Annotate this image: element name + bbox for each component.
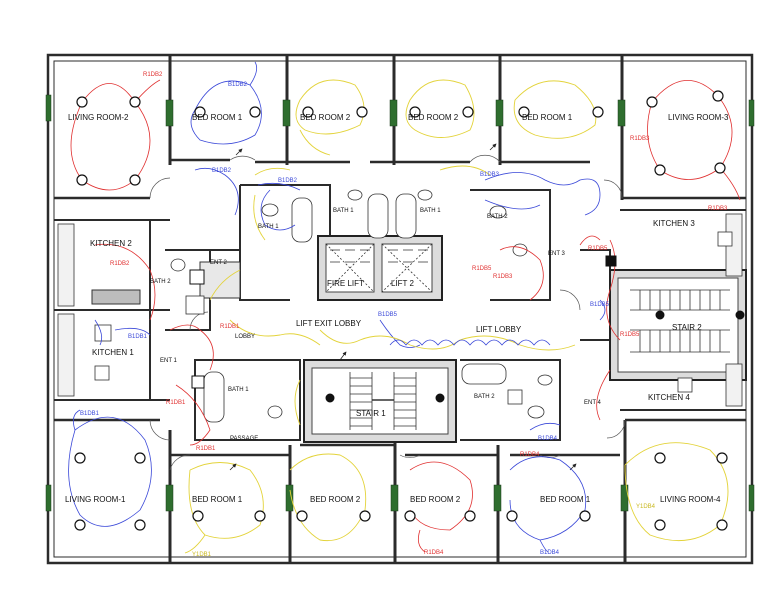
bed-room-1-label: BED ROOM 1 <box>192 495 243 504</box>
bath-label: BATH 1 <box>333 208 354 214</box>
circuit-tag: R1DB4 <box>520 452 540 458</box>
lobby-downlights <box>389 339 551 346</box>
bed-room-2-label: BED ROOM 2 <box>410 495 461 504</box>
circuit-tag: R1DB1 <box>166 400 186 406</box>
circuit-tag: R1DB3 <box>630 136 650 142</box>
bed-room-2-label: BED ROOM 2 <box>408 113 459 122</box>
lift-exit-lobby-label: LIFT EXIT LOBBY <box>296 319 362 328</box>
circuit-tag: B1DB5 <box>378 312 398 318</box>
kitchen-4-label: KITCHEN 4 <box>648 393 690 402</box>
circuit-tag: B1DB2 <box>278 178 298 184</box>
stair-2-label: STAIR 2 <box>672 323 702 332</box>
passage-label: PASSAGE <box>230 436 258 442</box>
bath-label: BATH 2 <box>487 214 508 220</box>
light-fittings <box>74 90 728 531</box>
ent-3-label: ENT 3 <box>548 251 566 257</box>
bed-room-1-label: BED ROOM 1 <box>540 495 591 504</box>
lobby-label: LOBBY <box>235 334 255 340</box>
circuit-tags: R1DB2 B1DB2 B1DB2 B1DB2 R1DB3 B1DB3 R1DB… <box>80 72 728 558</box>
circuit-tag: R1DB5 <box>588 246 608 252</box>
kitchen-3-label: KITCHEN 3 <box>653 219 695 228</box>
yellow-circuit-wiring <box>184 79 729 554</box>
bath-label: BATH 1 <box>420 208 441 214</box>
circuit-tag: Y1DB4 <box>636 504 656 510</box>
circuit-tag: B1DB4 <box>538 436 558 442</box>
bath-fixtures <box>170 189 553 423</box>
circuit-tag: R1DB5 <box>620 332 640 338</box>
circuit-tag: B1DB1 <box>80 411 100 417</box>
ent-2-label: ENT 2 <box>210 260 228 266</box>
lift-2-label: LIFT 2 <box>391 279 415 288</box>
door-swings <box>149 154 626 471</box>
circuit-tag: B1DB2 <box>212 168 232 174</box>
ent-1-label: ENT 1 <box>160 358 178 364</box>
bath-label: BATH 2 <box>150 279 171 285</box>
circuit-tag: R1DB3 <box>708 206 728 212</box>
circuit-tag: R1DB5 <box>472 266 492 272</box>
circuit-tag: R1DB4 <box>424 550 444 556</box>
special-fittings <box>189 255 745 403</box>
circuit-tag: R1DB3 <box>493 274 513 280</box>
circuit-tag: R1DB1 <box>196 446 216 452</box>
bath-label: BATH 1 <box>228 387 249 393</box>
core-slabs <box>91 235 747 443</box>
lift-lobby-label: LIFT LOBBY <box>476 325 522 334</box>
circuit-tag: R1DB2 <box>143 72 163 78</box>
kitchen-1-label: KITCHEN 1 <box>92 348 134 357</box>
kitchen-2-label: KITCHEN 2 <box>90 239 132 248</box>
bed-room-1-label: BED ROOM 1 <box>192 113 243 122</box>
bath-label: BATH 2 <box>474 394 495 400</box>
circuit-tag: Y1DB1 <box>192 552 212 558</box>
bed-room-2-label: BED ROOM 2 <box>310 495 361 504</box>
bed-room-1-label: BED ROOM 1 <box>522 113 573 122</box>
windows <box>45 94 755 512</box>
ent-4-label: ENT 4 <box>584 400 602 406</box>
lift-cars <box>325 243 433 293</box>
circuit-tag: B1DB5 <box>590 302 610 308</box>
bath-label: BATH 1 <box>258 224 279 230</box>
living-room-2-label: LIVING ROOM-2 <box>68 113 129 122</box>
circuit-tag: B1DB2 <box>228 82 248 88</box>
bed-room-2-label: BED ROOM 2 <box>300 113 351 122</box>
circuit-tag: R1DB1 <box>220 324 240 330</box>
circuit-tag: R1DB2 <box>110 261 130 267</box>
room-labels: LIVING ROOM-2 BED ROOM 1 BED ROOM 2 BED … <box>65 113 729 504</box>
living-room-1-label: LIVING ROOM-1 <box>65 495 126 504</box>
blue-circuit-wiring <box>68 61 606 553</box>
living-room-4-label: LIVING ROOM-4 <box>660 495 721 504</box>
kitchen-counters <box>57 213 743 407</box>
living-room-3-label: LIVING ROOM-3 <box>668 113 729 122</box>
stair-1-label: STAIR 1 <box>356 409 386 418</box>
circuit-tag: B1DB3 <box>480 172 500 178</box>
fire-lift-label: FIRE LIFT <box>327 279 364 288</box>
stair-2-treads <box>630 289 730 353</box>
stair-1-treads <box>349 372 417 430</box>
distribution-arrows <box>229 143 577 471</box>
circuit-tag: B1DB1 <box>128 334 148 340</box>
circuit-tag: B1DB4 <box>540 550 560 556</box>
